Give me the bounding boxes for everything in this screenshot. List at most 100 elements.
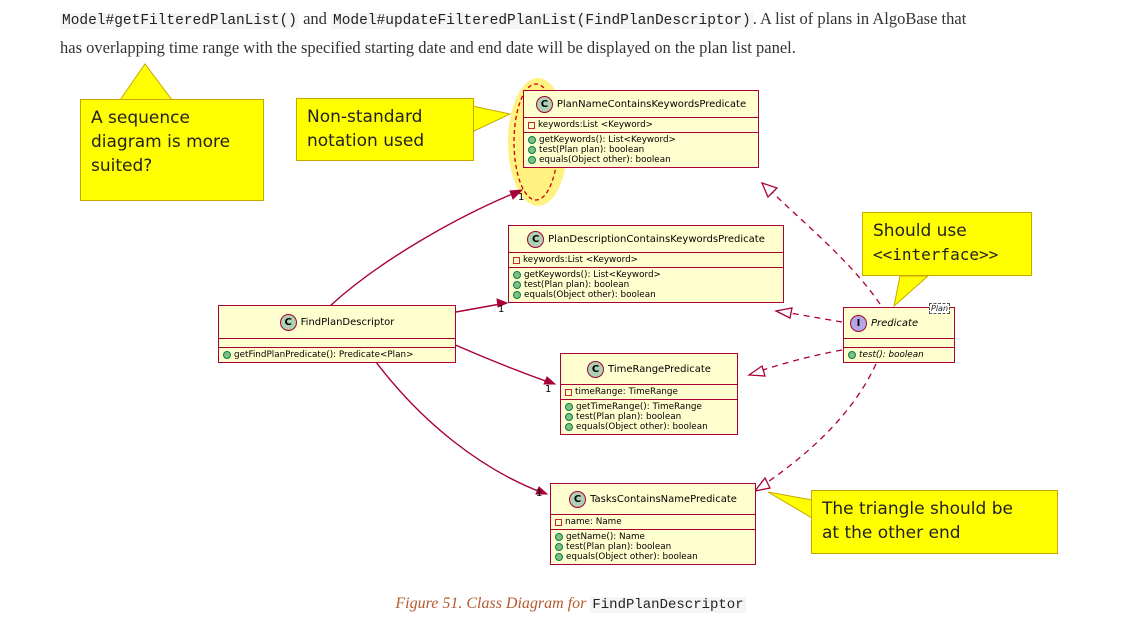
class-name: TimeRangePredicate xyxy=(608,363,711,375)
class-plan-name-predicate: C PlanNameContainsKeywordsPredicate keyw… xyxy=(523,90,759,168)
public-method-icon xyxy=(528,136,536,144)
class-header: C PlanNameContainsKeywordsPredicate xyxy=(524,91,758,118)
interface-i-icon: I xyxy=(850,314,867,332)
callout-triangle-other-end: The triangle should be at the other end xyxy=(811,490,1058,554)
type-parameter-badge: Plan xyxy=(929,303,951,314)
public-method-icon xyxy=(555,543,563,551)
field-row: name: Name xyxy=(555,517,751,527)
assoc-line-tasks-name xyxy=(375,361,547,495)
public-method-icon xyxy=(565,403,573,411)
class-name: TasksContainsNamePredicate xyxy=(590,493,737,505)
method-text: getName(): Name xyxy=(566,532,645,542)
multiplicity-tasks-name: 1 xyxy=(536,488,543,499)
method-row: getKeywords(): List<Keyword> xyxy=(528,135,754,145)
class-methods: getKeywords(): List<Keyword> test(Plan p… xyxy=(509,268,783,302)
method-text: test(): boolean xyxy=(859,350,924,360)
method-row: equals(Object other): boolean xyxy=(565,422,733,432)
intro-code-update-filtered: Model#updateFilteredPlanList(FindPlanDes… xyxy=(331,13,753,29)
assoc-line-plan-name xyxy=(329,189,523,307)
callout-line: The triangle should be xyxy=(822,499,1013,519)
field-row: timeRange: TimeRange xyxy=(565,387,733,397)
public-method-icon xyxy=(513,291,521,299)
method-row: equals(Object other): boolean xyxy=(555,552,751,562)
class-find-plan-descriptor: C FindPlanDescriptor getFindPlanPredicat… xyxy=(218,305,456,363)
public-method-icon xyxy=(565,423,573,431)
class-c-icon: C xyxy=(279,313,297,331)
method-row: equals(Object other): boolean xyxy=(513,290,779,300)
field-text: name: Name xyxy=(565,517,622,527)
callout-pointer-interface xyxy=(893,275,930,308)
method-row: getFindPlanPredicate(): Predicate<Plan> xyxy=(223,350,451,360)
class-fields: keywords:List <Keyword> xyxy=(524,118,758,133)
intro-paragraph: Model#getFilteredPlanList() and Model#up… xyxy=(60,4,1135,62)
class-methods: getFindPlanPredicate(): Predicate<Plan> xyxy=(219,348,455,362)
private-field-icon xyxy=(555,518,562,526)
method-text: test(Plan plan): boolean xyxy=(576,412,682,422)
realize-triangle-tasks-name xyxy=(753,476,771,492)
multiplicity-plan-name: 1 xyxy=(518,192,525,203)
intro-and: and xyxy=(298,9,332,28)
callout-sequence-diagram: A sequence diagram is more suited? xyxy=(80,99,264,201)
method-text: getFindPlanPredicate(): Predicate<Plan> xyxy=(234,350,414,360)
method-text: test(Plan plan): boolean xyxy=(539,145,645,155)
class-tasks-name-predicate: C TasksContainsNamePredicate name: Name … xyxy=(550,483,756,565)
intro-line-1: Model#getFilteredPlanList() and Model#up… xyxy=(60,4,1135,33)
method-text: getKeywords(): List<Keyword> xyxy=(524,270,661,280)
figure-caption: Figure 51. Class Diagram for FindPlanDes… xyxy=(0,595,1141,613)
callout-line: Non-standard xyxy=(307,107,423,127)
method-row: test(Plan plan): boolean xyxy=(565,412,733,422)
interface-predicate: I Predicate test(): boolean xyxy=(843,307,955,363)
class-plan-description-predicate: C PlanDescriptionContainsKeywordsPredica… xyxy=(508,225,784,303)
method-text: equals(Object other): boolean xyxy=(576,422,708,432)
class-name: FindPlanDescriptor xyxy=(300,316,395,328)
method-text: equals(Object other): boolean xyxy=(566,552,698,562)
multiplicity-time-range: 1 xyxy=(545,384,552,395)
callout-line: <<interface>> xyxy=(873,243,1021,267)
public-method-icon xyxy=(528,146,536,154)
assoc-arrowhead-time-range xyxy=(543,376,557,385)
class-fields: timeRange: TimeRange xyxy=(561,385,737,400)
public-method-icon xyxy=(565,413,573,421)
realize-triangle-time-range xyxy=(747,364,766,377)
private-field-icon xyxy=(513,256,520,264)
field-text: timeRange: TimeRange xyxy=(575,387,678,397)
method-row: equals(Object other): boolean xyxy=(528,155,754,165)
class-c-icon: C xyxy=(527,230,545,248)
class-methods: getKeywords(): List<Keyword> test(Plan p… xyxy=(524,133,758,167)
callout-pointer-triangle xyxy=(767,491,813,519)
realize-triangle-plan-desc xyxy=(773,307,793,319)
intro-line-1-tail: . A list of plans in AlgoBase that xyxy=(752,9,967,28)
method-text: test(Plan plan): boolean xyxy=(566,542,672,552)
interface-fields-empty xyxy=(844,339,954,348)
interface-header: I Predicate xyxy=(844,308,954,339)
class-header: C TimeRangePredicate xyxy=(561,354,737,385)
class-name: PlanDescriptionContainsKeywordsPredicate xyxy=(548,233,765,245)
class-header: C FindPlanDescriptor xyxy=(219,306,455,339)
public-method-icon xyxy=(513,271,521,279)
realize-line-tasks-name xyxy=(761,363,877,487)
public-method-icon xyxy=(528,156,536,164)
assoc-arrowhead-plan-desc xyxy=(496,298,509,308)
interface-stereotype-code: <<interface>> xyxy=(873,245,999,264)
callout-use-interface: Should use <<interface>> xyxy=(862,212,1032,276)
callout-line: Should use xyxy=(873,221,967,241)
class-c-icon: C xyxy=(535,95,553,113)
class-methods: getName(): Name test(Plan plan): boolean… xyxy=(551,530,755,564)
callout-pointer-nonstandard xyxy=(471,105,512,133)
method-row: getKeywords(): List<Keyword> xyxy=(513,270,779,280)
method-row: test(Plan plan): boolean xyxy=(555,542,751,552)
field-text: keywords:List <Keyword> xyxy=(538,120,654,130)
class-c-icon: C xyxy=(587,360,605,378)
method-text: getKeywords(): List<Keyword> xyxy=(539,135,676,145)
method-text: getTimeRange(): TimeRange xyxy=(576,402,702,412)
callout-nonstandard-notation: Non-standard notation used xyxy=(296,98,474,161)
method-row: test(Plan plan): boolean xyxy=(513,280,779,290)
private-field-icon xyxy=(565,388,572,396)
class-methods: getTimeRange(): TimeRange test(Plan plan… xyxy=(561,400,737,434)
field-row: keywords:List <Keyword> xyxy=(528,120,754,130)
realize-line-time-range xyxy=(756,349,843,373)
caption-code: FindPlanDescriptor xyxy=(590,597,746,613)
assoc-arrowhead-plan-name xyxy=(509,189,524,200)
class-header: C TasksContainsNamePredicate xyxy=(551,484,755,515)
method-row: test(Plan plan): boolean xyxy=(528,145,754,155)
